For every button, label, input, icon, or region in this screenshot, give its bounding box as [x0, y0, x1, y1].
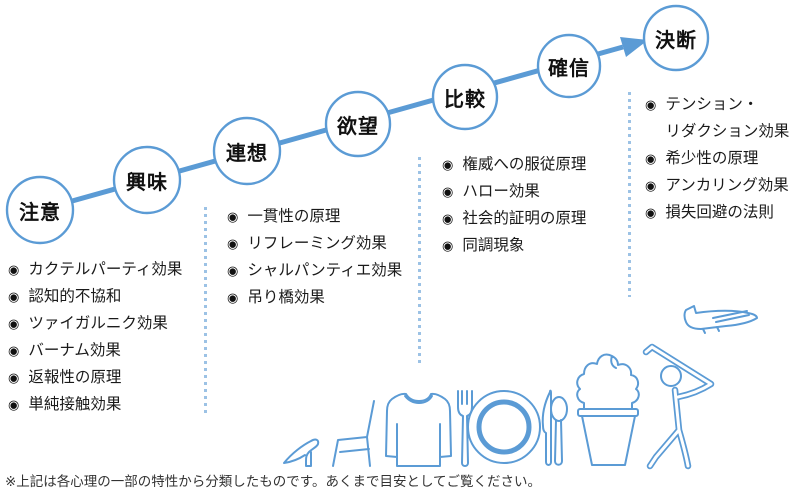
- fork-icon: [457, 390, 473, 467]
- effect-label: 一貫性の原理: [247, 208, 341, 225]
- high-heel-icon: [283, 438, 320, 467]
- effects-group-comparison-conviction: ◉ 権威への服従原理 ◉ ハロー効果 ◉ 社会的証明の原理 ◉ 同調現象: [442, 151, 627, 259]
- dotted-separator-1: [204, 207, 207, 413]
- fisheye-bullet-icon: ◉: [442, 157, 454, 172]
- fisheye-bullet-icon: ◉: [227, 236, 239, 251]
- effect-label: シャルパンティエ効果: [247, 262, 403, 279]
- effect-label: バーナム効果: [28, 342, 121, 359]
- stage-circle-conviction: [536, 33, 602, 99]
- airplane-icon: [683, 305, 758, 334]
- stage-circle-attention: [5, 175, 75, 245]
- chair-icon: [332, 400, 375, 467]
- fisheye-bullet-icon: ◉: [8, 289, 20, 304]
- fisheye-bullet-icon: ◉: [227, 290, 239, 305]
- fisheye-bullet-icon: ◉: [442, 211, 454, 226]
- effect-label: 権威への服従原理: [462, 156, 587, 173]
- spoon-icon: [550, 396, 568, 466]
- sweater-icon: [385, 392, 452, 467]
- dotted-separator-3: [628, 92, 631, 297]
- effect-label: 吊り橋効果: [247, 289, 325, 306]
- effect-label: ツァイガルニク効果: [28, 315, 168, 332]
- stage-circle-decision: [642, 4, 710, 72]
- effect-label: アンカリング効果: [665, 177, 789, 194]
- fisheye-bullet-icon: ◉: [8, 343, 20, 358]
- list-item: ◉ 権威への服従原理: [442, 151, 627, 178]
- effect-label: ハロー効果: [462, 183, 540, 200]
- effect-label: 社会的証明の原理: [462, 210, 587, 227]
- plate-icon: [467, 390, 541, 464]
- effect-label: カクテルパーティ効果: [28, 261, 183, 278]
- list-item: ◉ 希少性の原理: [645, 145, 803, 172]
- stage-label-interest: 興味: [126, 172, 168, 194]
- list-item: ◉ 吊り橋効果: [227, 284, 422, 311]
- effect-label: 希少性の原理: [665, 150, 759, 167]
- list-item: ◉ テンション・ リダクション効果: [645, 91, 803, 145]
- fisheye-bullet-icon: ◉: [8, 262, 20, 277]
- list-item: ◉ リフレーミング効果: [227, 230, 422, 257]
- fisheye-bullet-icon: ◉: [645, 178, 657, 193]
- effect-label: 単純接触効果: [28, 396, 122, 413]
- fisheye-bullet-icon: ◉: [645, 97, 657, 112]
- effect-label: リフレーミング効果: [247, 235, 387, 252]
- stage-label-desire: 欲望: [337, 116, 379, 138]
- effect-label: 認知的不協和: [28, 288, 122, 305]
- effect-label: 損失回避の法則: [665, 204, 774, 221]
- stage-label-conviction: 確信: [548, 58, 590, 80]
- fisheye-bullet-icon: ◉: [442, 238, 454, 253]
- list-item: ◉ 単純接触効果: [8, 391, 208, 418]
- fisheye-bullet-icon: ◉: [442, 184, 454, 199]
- list-item: ◉ 一貫性の原理: [227, 203, 422, 230]
- fisheye-bullet-icon: ◉: [645, 205, 657, 220]
- stage-label-comparison: 比較: [444, 89, 486, 111]
- soft-serve-icon: [576, 353, 640, 466]
- list-item: ◉ シャルパンティエ効果: [227, 257, 422, 284]
- effects-group-attention-interest: ◉ カクテルパーティ効果 ◉ 認知的不協和 ◉ ツァイガルニク効果 ◉ バーナム効果 ◉…: [8, 256, 208, 418]
- stage-label-attention: 注意: [19, 202, 61, 224]
- list-item: ◉ 認知的不協和: [8, 283, 208, 310]
- list-item: ◉ アンカリング効果: [645, 172, 803, 199]
- fisheye-bullet-icon: ◉: [227, 209, 239, 224]
- stage-label-association: 連想: [226, 143, 268, 165]
- effects-group-association-desire: ◉ 一貫性の原理 ◉ リフレーミング効果 ◉ シャルパンティエ効果 ◉ 吊り橋効果: [227, 203, 422, 311]
- stage-circle-comparison: [431, 63, 499, 131]
- stage-label-decision: 決断: [655, 30, 697, 52]
- dotted-separator-2: [418, 157, 421, 363]
- list-item: ◉ ハロー効果: [442, 178, 627, 205]
- footnote-text: ※上記は各心理の一部の特性から分類したものです。あくまで目安としてご覧ください。: [5, 474, 542, 489]
- effect-label: テンション・ リダクション効果: [665, 96, 790, 140]
- stage-circle-interest: [112, 145, 182, 215]
- funnel-arrowhead-icon: [620, 37, 648, 57]
- golfer-icon: [642, 343, 715, 470]
- list-item: ◉ 損失回避の法則: [645, 199, 803, 226]
- list-item: ◉ 同調現象: [442, 232, 627, 259]
- list-item: ◉ カクテルパーティ効果: [8, 256, 208, 283]
- fisheye-bullet-icon: ◉: [645, 151, 657, 166]
- fisheye-bullet-icon: ◉: [227, 263, 239, 278]
- list-item: ◉ ツァイガルニク効果: [8, 310, 208, 337]
- stage-circle-desire: [324, 90, 392, 158]
- list-item: ◉ 返報性の原理: [8, 364, 208, 391]
- effects-group-decision: ◉ テンション・ リダクション効果 ◉ 希少性の原理 ◉ アンカリング効果 ◉ 損失回避…: [645, 91, 803, 226]
- stage-circle-association: [212, 116, 282, 186]
- effect-label: 同調現象: [462, 237, 525, 254]
- effect-label: 返報性の原理: [28, 369, 122, 386]
- knife-icon: [541, 389, 552, 466]
- fisheye-bullet-icon: ◉: [8, 370, 20, 385]
- fisheye-bullet-icon: ◉: [8, 397, 20, 412]
- fisheye-bullet-icon: ◉: [8, 316, 20, 331]
- list-item: ◉ 社会的証明の原理: [442, 205, 627, 232]
- list-item: ◉ バーナム効果: [8, 337, 208, 364]
